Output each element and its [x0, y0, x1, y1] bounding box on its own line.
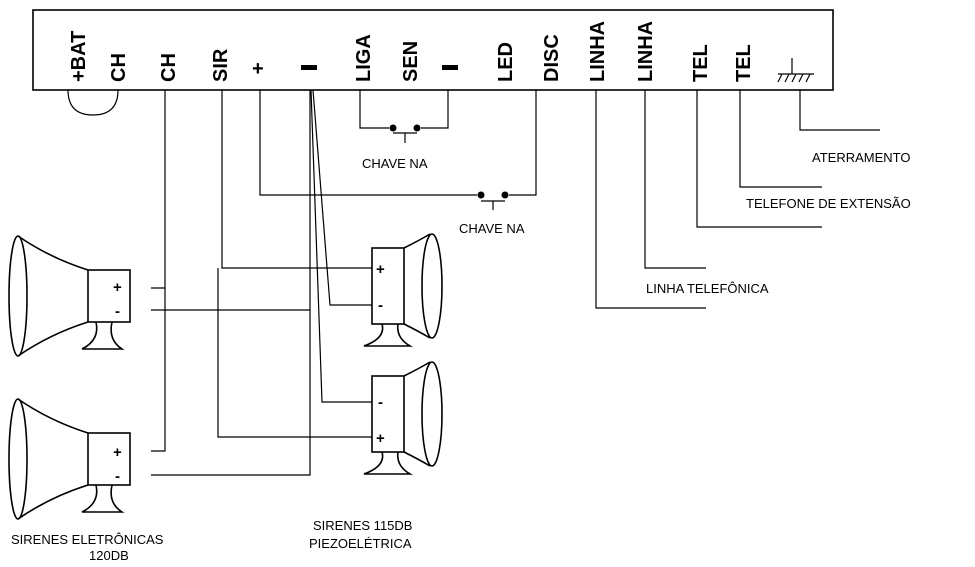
wire-aterramento [799, 90, 880, 131]
wire-ch-to-eletronica-bottom [151, 288, 166, 452]
label-sirenes-115db: SIRENES 115DB [313, 518, 412, 533]
siren-piezo-top: + - [363, 233, 443, 347]
svg-text:+: + [113, 444, 122, 461]
svg-text:+: + [376, 430, 385, 447]
siren-eletronica-top: + - [8, 235, 131, 357]
svg-text:-: - [378, 394, 383, 411]
terminal-ch-1: CH [108, 53, 130, 82]
label-telefone-extensao: TELEFONE DE EXTENSÃO [746, 196, 911, 211]
terminal-sir: SIR [210, 48, 232, 82]
terminal-linha-1: LINHA [587, 21, 609, 82]
wire-minus-to-eletronica-top [151, 90, 311, 311]
terminal-tel-2: TEL [733, 44, 755, 82]
label-aterramento: ATERRAMENTO [812, 150, 910, 165]
svg-text:+: + [113, 279, 122, 296]
svg-text:-: - [115, 468, 120, 485]
terminal-block [32, 9, 834, 91]
terminal-plus: + [252, 58, 264, 80]
terminal-linha-2: LINHA [635, 21, 657, 82]
wire-linha-1 [595, 90, 706, 309]
terminal-minus-2 [442, 65, 458, 70]
switch-liga [359, 90, 449, 143]
terminal-sen: SEN [400, 41, 422, 82]
terminal-bat: +BAT [68, 31, 90, 82]
terminal-labels: +BAT CH CH SIR + LIGA SEN LED DISC LINHA… [68, 21, 755, 82]
svg-text:-: - [378, 297, 383, 314]
wire-sir-to-piezo-bottom [217, 268, 372, 438]
terminal-tel-1: TEL [690, 44, 712, 82]
terminal-led: LED [495, 42, 517, 82]
bat-ch-jumper [67, 89, 119, 116]
wire-tel-2 [739, 90, 822, 188]
wire-tel-1 [696, 90, 822, 228]
terminal-ch-2: CH [158, 53, 180, 82]
wire-linha-2 [644, 90, 706, 269]
wire-sir-to-piezo-top [221, 90, 372, 269]
label-chave-na-2: CHAVE NA [459, 221, 525, 236]
label-chave-na-1: CHAVE NA [362, 156, 428, 171]
label-linha-telefonica: LINHA TELEFÔNICA [646, 281, 769, 296]
siren-eletronica-bottom: + - [8, 398, 131, 520]
wire-minus-to-piezo-top [312, 89, 372, 306]
label-sirenes-eletronicas: SIRENES ELETRÔNICAS [11, 532, 164, 547]
wire-minus-to-piezo-bottom [310, 89, 372, 403]
terminal-disc: DISC [541, 34, 563, 82]
switch-disc [259, 90, 537, 210]
svg-text:-: - [115, 303, 120, 320]
ground-icon [777, 58, 814, 83]
label-sirenes-eletronicas-db: 120DB [89, 548, 129, 563]
wire-ch-to-eletronica-top [151, 90, 166, 289]
siren-piezo-bottom: - + [363, 361, 443, 475]
terminal-liga: LIGA [353, 34, 375, 82]
terminal-minus-1 [301, 65, 317, 70]
wire-minus-to-eletronica-bottom [151, 310, 311, 476]
label-piezoeletrica: PIEZOELÉTRICA [309, 536, 412, 551]
svg-text:+: + [376, 261, 385, 278]
